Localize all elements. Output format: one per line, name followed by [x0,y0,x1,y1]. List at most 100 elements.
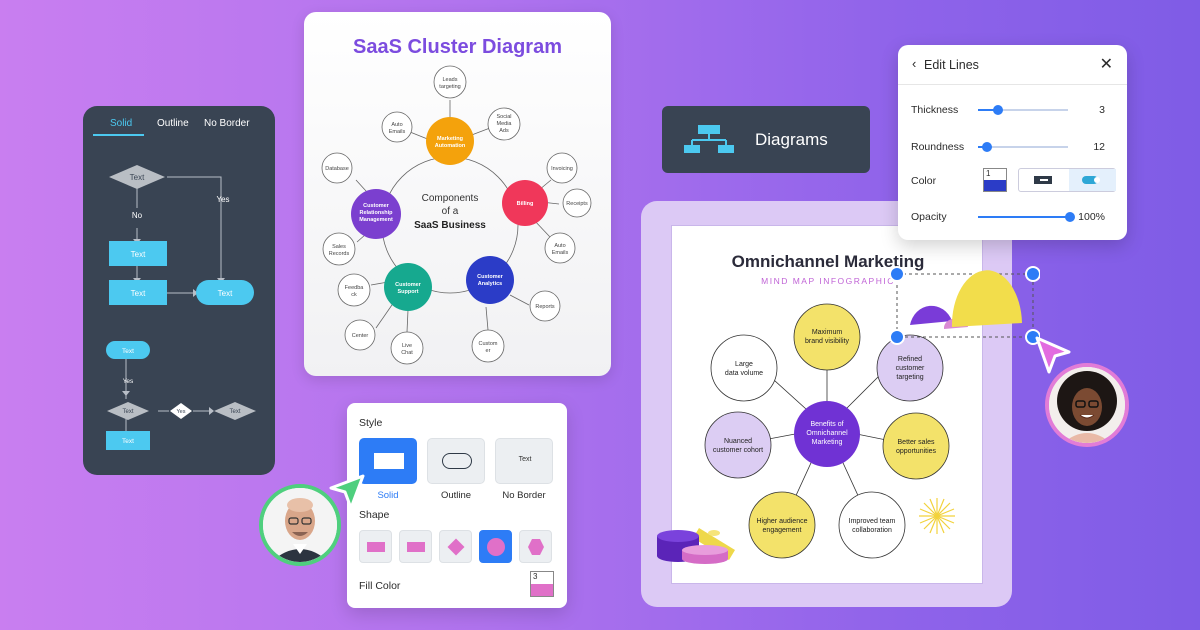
saas-cluster-card: SaaS Cluster Diagram [304,12,611,376]
hub-support[interactable] [384,263,432,311]
decision-node[interactable] [109,165,165,189]
close-icon[interactable]: ✕ [1099,56,1113,73]
decision-node[interactable] [107,402,149,420]
omni-title: Omnichannel Marketing [731,252,925,271]
flowchart-panel: Solid Outline No Border Text No Yes [83,106,275,475]
style-caption-solid: Solid [377,490,399,501]
hub-label: Relationship [359,210,393,216]
tab-outline[interactable]: Outline [157,118,189,129]
node-label: data volume [725,370,763,377]
style-option-no-border[interactable]: Text [495,438,553,484]
node-label: Text [122,409,133,415]
edge-label-yes: Yes [216,195,229,204]
node-label: Text [229,409,240,415]
leaf-label: Live [402,343,412,349]
node-brand-visibility[interactable] [793,303,861,371]
solid-preview [374,453,404,469]
decision-node[interactable] [214,402,256,420]
round-line-end-icon[interactable] [1082,175,1104,185]
selection-box[interactable] [890,265,1040,350]
center-label: Marketing [812,439,843,446]
node-nuanced-cohort[interactable] [704,411,772,479]
hub-marketing[interactable] [426,117,474,165]
square-line-end-icon[interactable] [1034,175,1054,185]
diagrams-button[interactable]: Diagrams [662,106,870,173]
chevron-left-icon[interactable]: ‹ [912,56,917,71]
leaf-label: targeting [439,84,460,90]
resize-handle[interactable] [890,329,905,345]
decision-node[interactable] [170,403,192,419]
node-better-sales[interactable] [882,412,950,480]
leaf-label: Chat [401,350,413,356]
hub-label: Management [359,217,393,223]
node-audience-engagement[interactable] [748,491,816,559]
tab-solid[interactable]: Solid [110,118,133,129]
terminal-node[interactable] [106,341,150,359]
style-option-outline[interactable] [427,438,485,484]
node-label: Better sales [898,439,935,446]
thickness-slider[interactable] [978,109,1068,111]
node-label: Large [735,361,753,368]
hub-crm[interactable] [351,189,401,239]
resize-handle[interactable] [1025,266,1040,282]
edit-lines-header: ‹ Edit Lines ✕ [898,45,1127,85]
leaf-label: Reports [535,304,555,310]
cursor-pink-icon [1035,336,1071,374]
fill-color-swatch[interactable]: 3 [530,571,554,597]
tab-no-border[interactable]: No Border [204,118,250,129]
roundness-slider-knob[interactable] [982,142,992,152]
node-large-data[interactable] [710,334,778,402]
shape-rounded-rectangle[interactable] [399,530,432,563]
terminal-node[interactable] [196,280,254,305]
leaf-label: Leads [443,77,458,83]
saas-cluster-diagram: Leads targeting Auto Emails Social Media… [321,65,592,365]
node-label: targeting [896,374,923,381]
leaf-label: Auto [391,122,402,128]
leaf-label: Auto [554,243,565,249]
shape-circle[interactable] [479,530,512,563]
diagrams-label: Diagrams [755,130,828,149]
avatar-woman-portrait [1049,367,1125,443]
no-border-preview: Text [518,456,532,463]
shape-rectangle[interactable] [359,530,392,563]
opacity-value: 100% [1078,211,1105,223]
node-center[interactable] [794,401,860,467]
opacity-slider-knob[interactable] [1065,212,1075,222]
resize-handle[interactable] [890,266,905,282]
active-tab-underline [93,134,144,136]
color-swatch[interactable]: 1 [983,168,1007,192]
thickness-label: Thickness [911,104,959,116]
shape-diamond[interactable] [439,530,472,563]
hub-billing[interactable] [502,180,548,226]
style-option-solid[interactable] [359,438,417,484]
node-team-collaboration[interactable] [838,491,906,559]
fill-color-label: Fill Color [359,580,401,592]
thickness-slider-fill [978,109,998,111]
node-refined-targeting[interactable] [876,334,944,402]
leaf-label: Receipts [566,201,588,207]
roundness-slider[interactable] [978,146,1068,148]
leaf-label: Media [497,121,513,127]
diagram-icon [684,125,734,153]
process-node[interactable] [109,241,167,266]
circle-icon [487,538,505,556]
hub-label: Customer [477,274,504,280]
flowchart-canvas: Text No Yes Text Text Text Text Yes Text… [106,165,256,450]
node-label: Improved team [849,518,896,525]
shape-hexagon[interactable] [519,530,552,563]
roundness-label: Roundness [911,141,965,153]
node-label: Maximum [812,329,843,336]
node-label: opportunities [896,448,937,455]
edge-label-yes: Yes [123,378,134,385]
leaf-label: ck [351,292,357,298]
hub-analytics[interactable] [466,256,514,304]
center-label: of a [442,206,459,217]
fill-color-swatch-fill [531,584,553,596]
process-node[interactable] [106,431,150,450]
hub-label: Support [397,289,418,295]
process-node[interactable] [109,280,167,305]
color-swatch-fill [984,180,1006,191]
node-label: Nuanced [724,438,752,445]
rectangle-icon [367,542,385,552]
thickness-slider-knob[interactable] [992,105,1003,115]
